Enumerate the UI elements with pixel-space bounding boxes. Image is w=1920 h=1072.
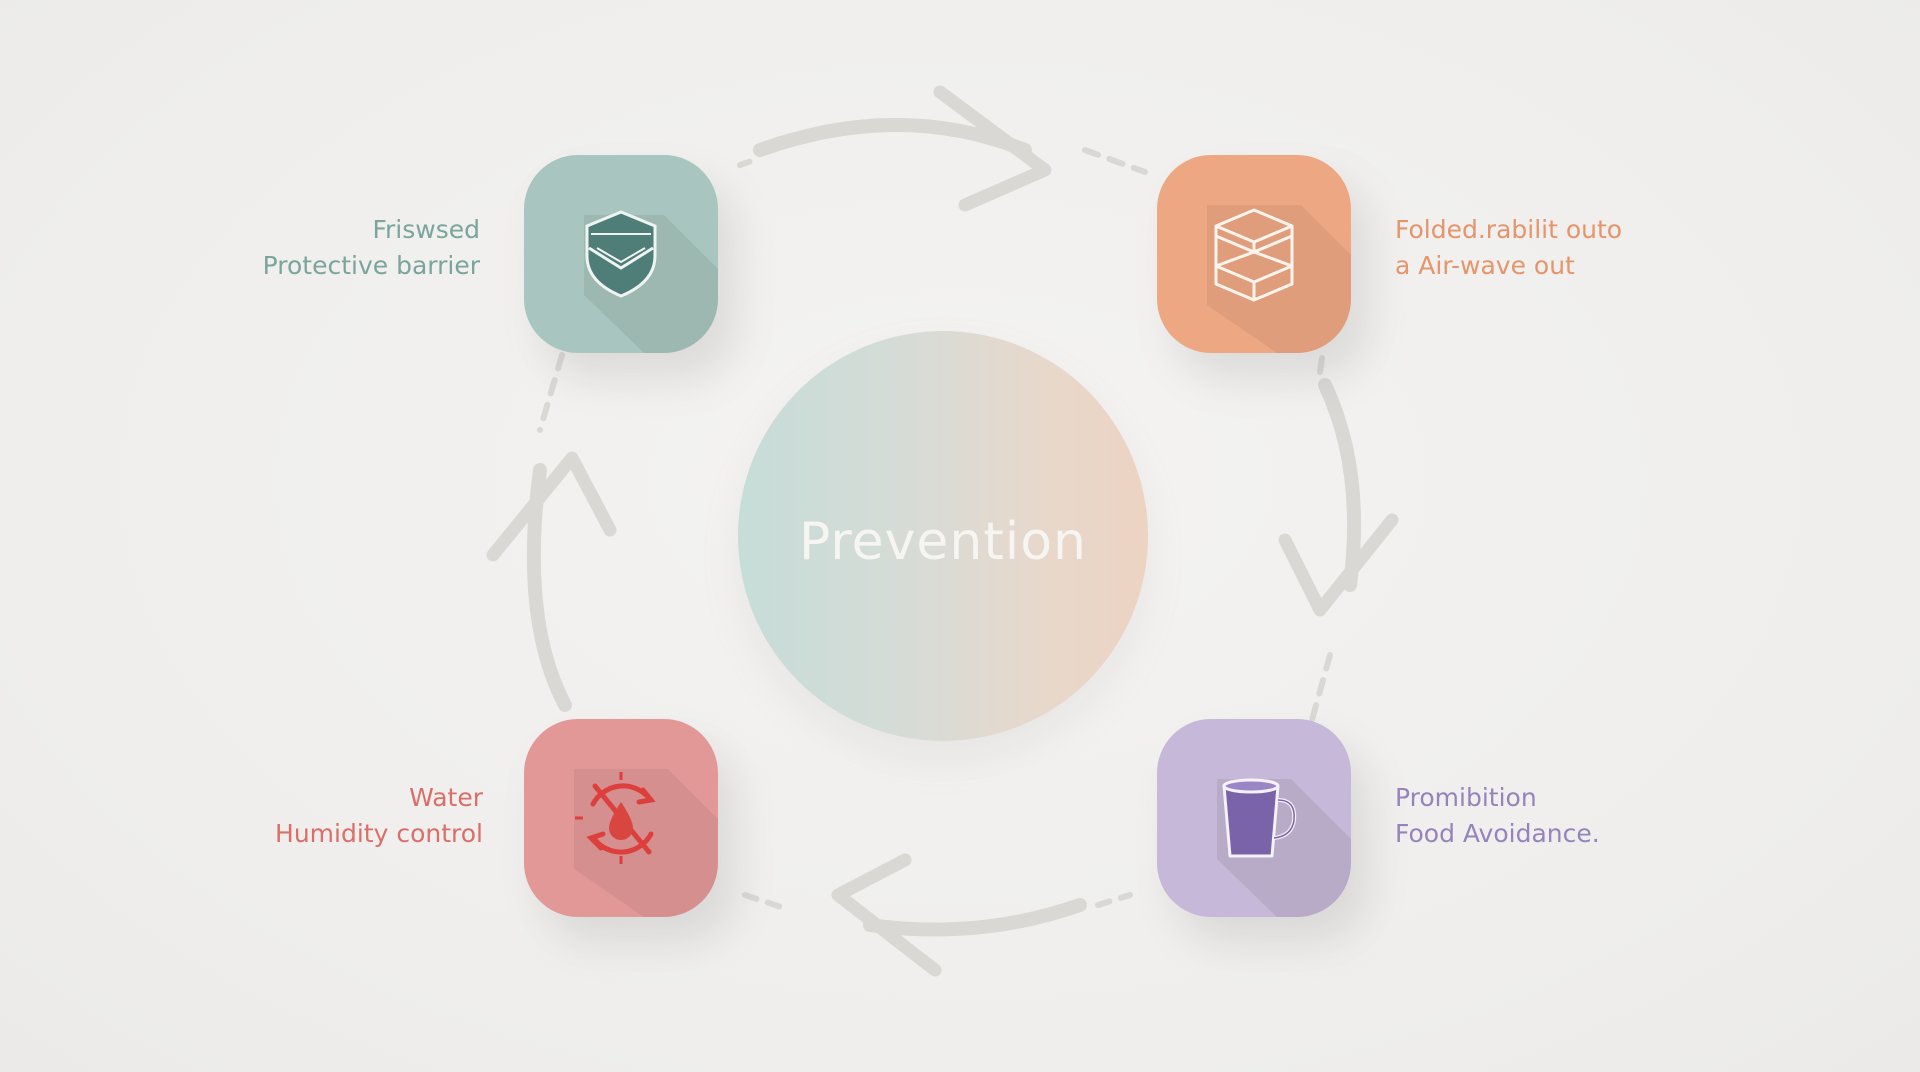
label-air-wave: Folded.rabilit outo a Air-wave out [1395,212,1622,284]
label-line-1: Folded.rabilit outo [1395,215,1623,244]
label-line-1: Promibition [1395,783,1537,812]
no-water-icon [575,772,656,864]
node-food-avoidance [1157,719,1351,917]
label-humidity-control: Water Humidity control [275,780,483,852]
node-air-wave [1157,155,1351,353]
shield-icon [585,210,657,298]
center-circle: Prevention [738,331,1148,741]
label-line-1: Water [409,783,483,812]
label-line-2: Food Avoidance. [1395,819,1600,848]
label-protective-barrier: Friswsed Protective barrier [263,212,480,284]
stacked-boxes-icon [1214,208,1294,302]
label-line-2: Humidity control [275,819,483,848]
node-protective-barrier [524,155,718,353]
long-shadow [1207,205,1351,353]
cup-icon [1222,778,1297,858]
label-line-2: a Air-wave out [1395,251,1575,280]
label-line-1: Friswsed [372,215,480,244]
center-label: Prevention [798,512,1087,572]
label-food-avoidance: Promibition Food Avoidance. [1395,780,1600,852]
node-humidity-control [524,719,718,917]
label-line-2: Protective barrier [262,251,480,280]
